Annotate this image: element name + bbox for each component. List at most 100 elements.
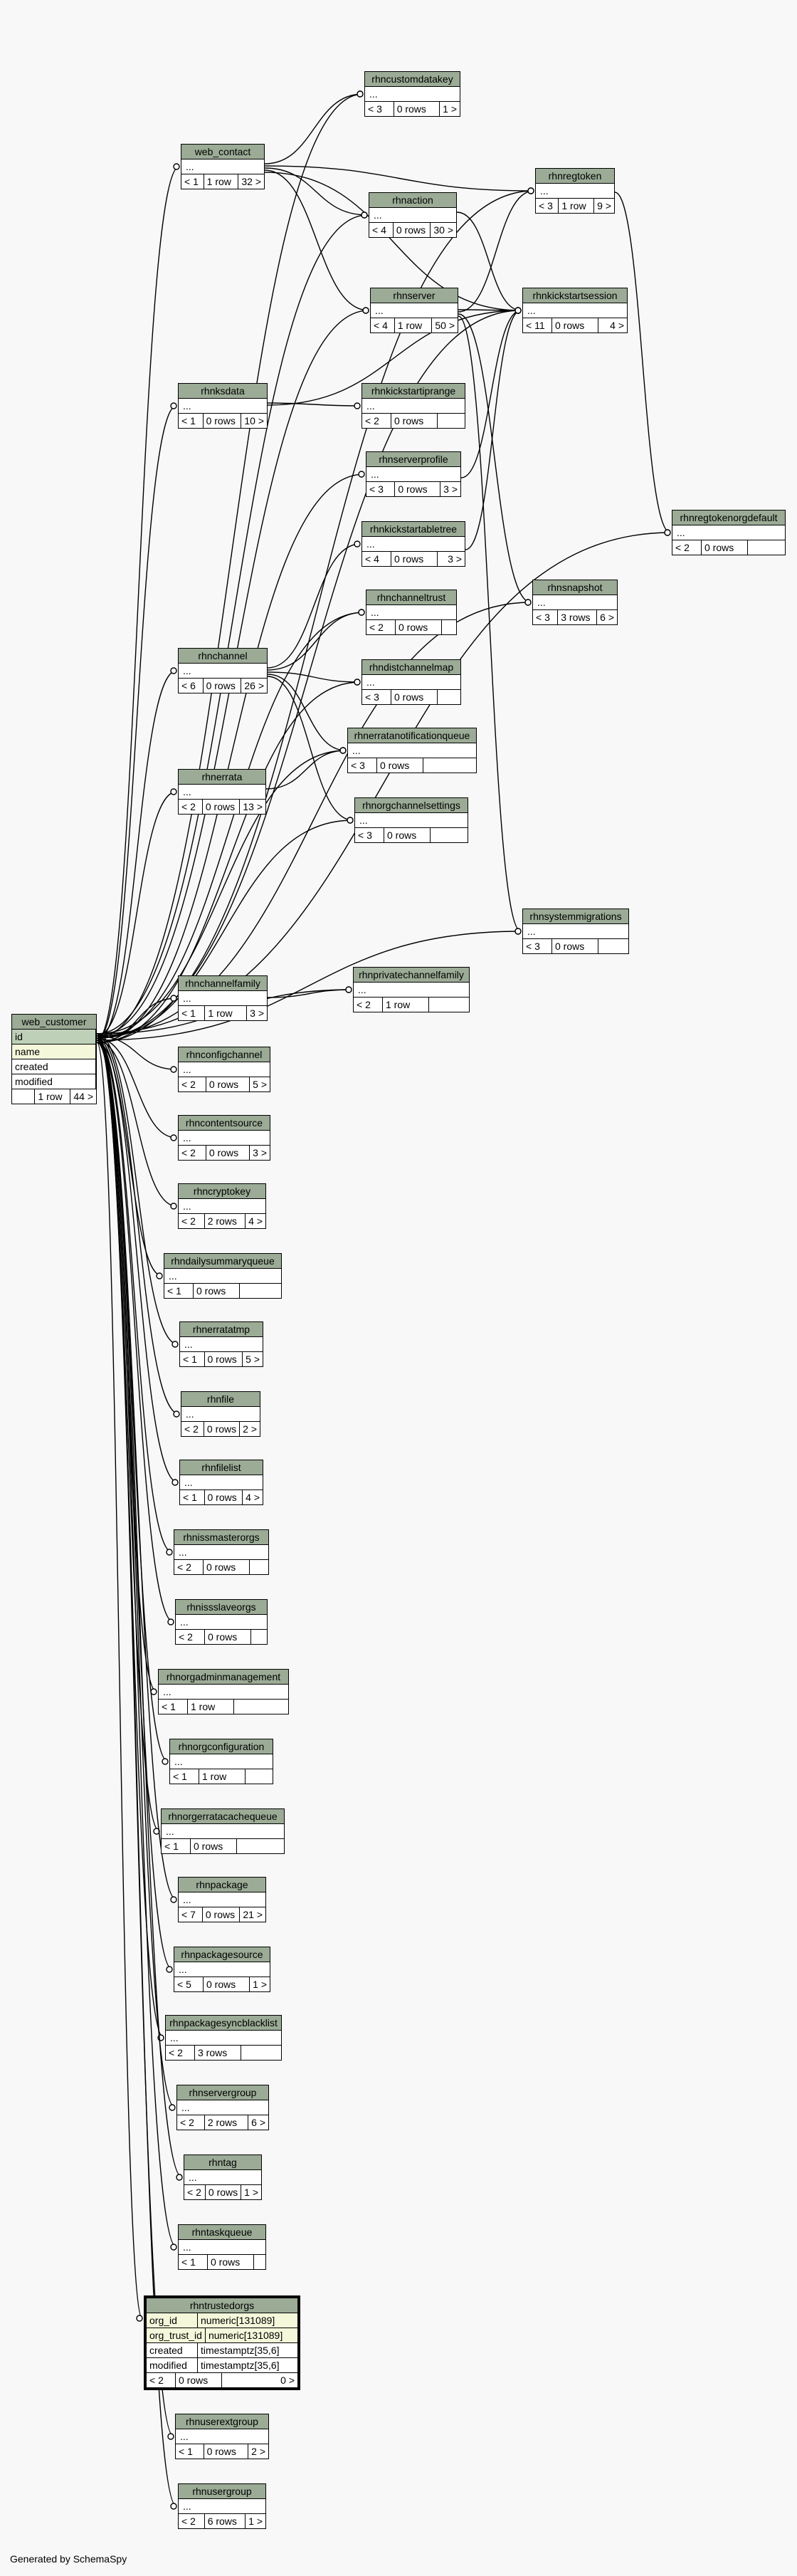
columns-ellipsis: ... [180, 1475, 263, 1490]
row-count: 0 rows [205, 1352, 243, 1366]
relationship-line [96, 1035, 177, 1070]
columns-ellipsis: ... [179, 2240, 265, 2255]
relationship-line [96, 791, 177, 1037]
table-title: rhntag [184, 2155, 261, 2170]
generated-by-footer: Generated by SchemaSpy [10, 2553, 127, 2565]
table-title: rhnaction [369, 193, 456, 208]
relationship-line [96, 1035, 180, 1415]
table-column: modified [12, 1074, 96, 1089]
crowfoot-marker [169, 2104, 176, 2111]
table-title: rhnsnapshot [533, 580, 617, 595]
crowfoot-marker [170, 995, 177, 1002]
column-type: timestamptz[35,6] [201, 2360, 280, 2371]
crowfoot-marker [170, 788, 177, 795]
table-column: id [12, 1030, 96, 1044]
parents-count: < 1 [179, 1006, 206, 1020]
parents-count: < 3 [365, 102, 394, 116]
relationship-line [96, 1042, 174, 1623]
children-count: 4 > [246, 1492, 260, 1503]
row-count: 1 row [199, 1769, 246, 1784]
row-count: 1 row [35, 1089, 71, 1104]
row-count: 0 rows [194, 1284, 240, 1298]
relationship-line [267, 989, 352, 998]
relationship-line [264, 169, 369, 311]
table-title: rhndailysummaryqueue [164, 1254, 281, 1269]
columns-ellipsis: ... [164, 1269, 281, 1284]
children-count [431, 828, 468, 842]
columns-ellipsis: ... [523, 924, 628, 939]
children-count [241, 2046, 281, 2060]
crowfoot-marker [167, 2433, 174, 2440]
parents-count: < 2 [366, 620, 396, 634]
columns-ellipsis: ... [181, 1407, 260, 1422]
columns-ellipsis: ... [365, 87, 460, 102]
children-count: 30 > [433, 224, 453, 236]
table-title: rhnerratanotificationqueue [348, 728, 476, 743]
table-title: rhnpackagesource [174, 1947, 270, 1962]
row-count: 1 row [559, 199, 595, 213]
crowfoot-marker [358, 609, 365, 616]
children-count: 21 > [243, 1909, 263, 1920]
columns-ellipsis: ... [179, 991, 267, 1006]
crowfoot-marker [339, 747, 347, 754]
column-name: created [147, 2343, 198, 2357]
crowfoot-marker [354, 679, 361, 686]
crowfoot-marker [361, 211, 368, 219]
parents-count: < 2 [147, 2373, 176, 2387]
children-count [442, 620, 456, 634]
parents-count: < 1 [180, 1490, 205, 1504]
